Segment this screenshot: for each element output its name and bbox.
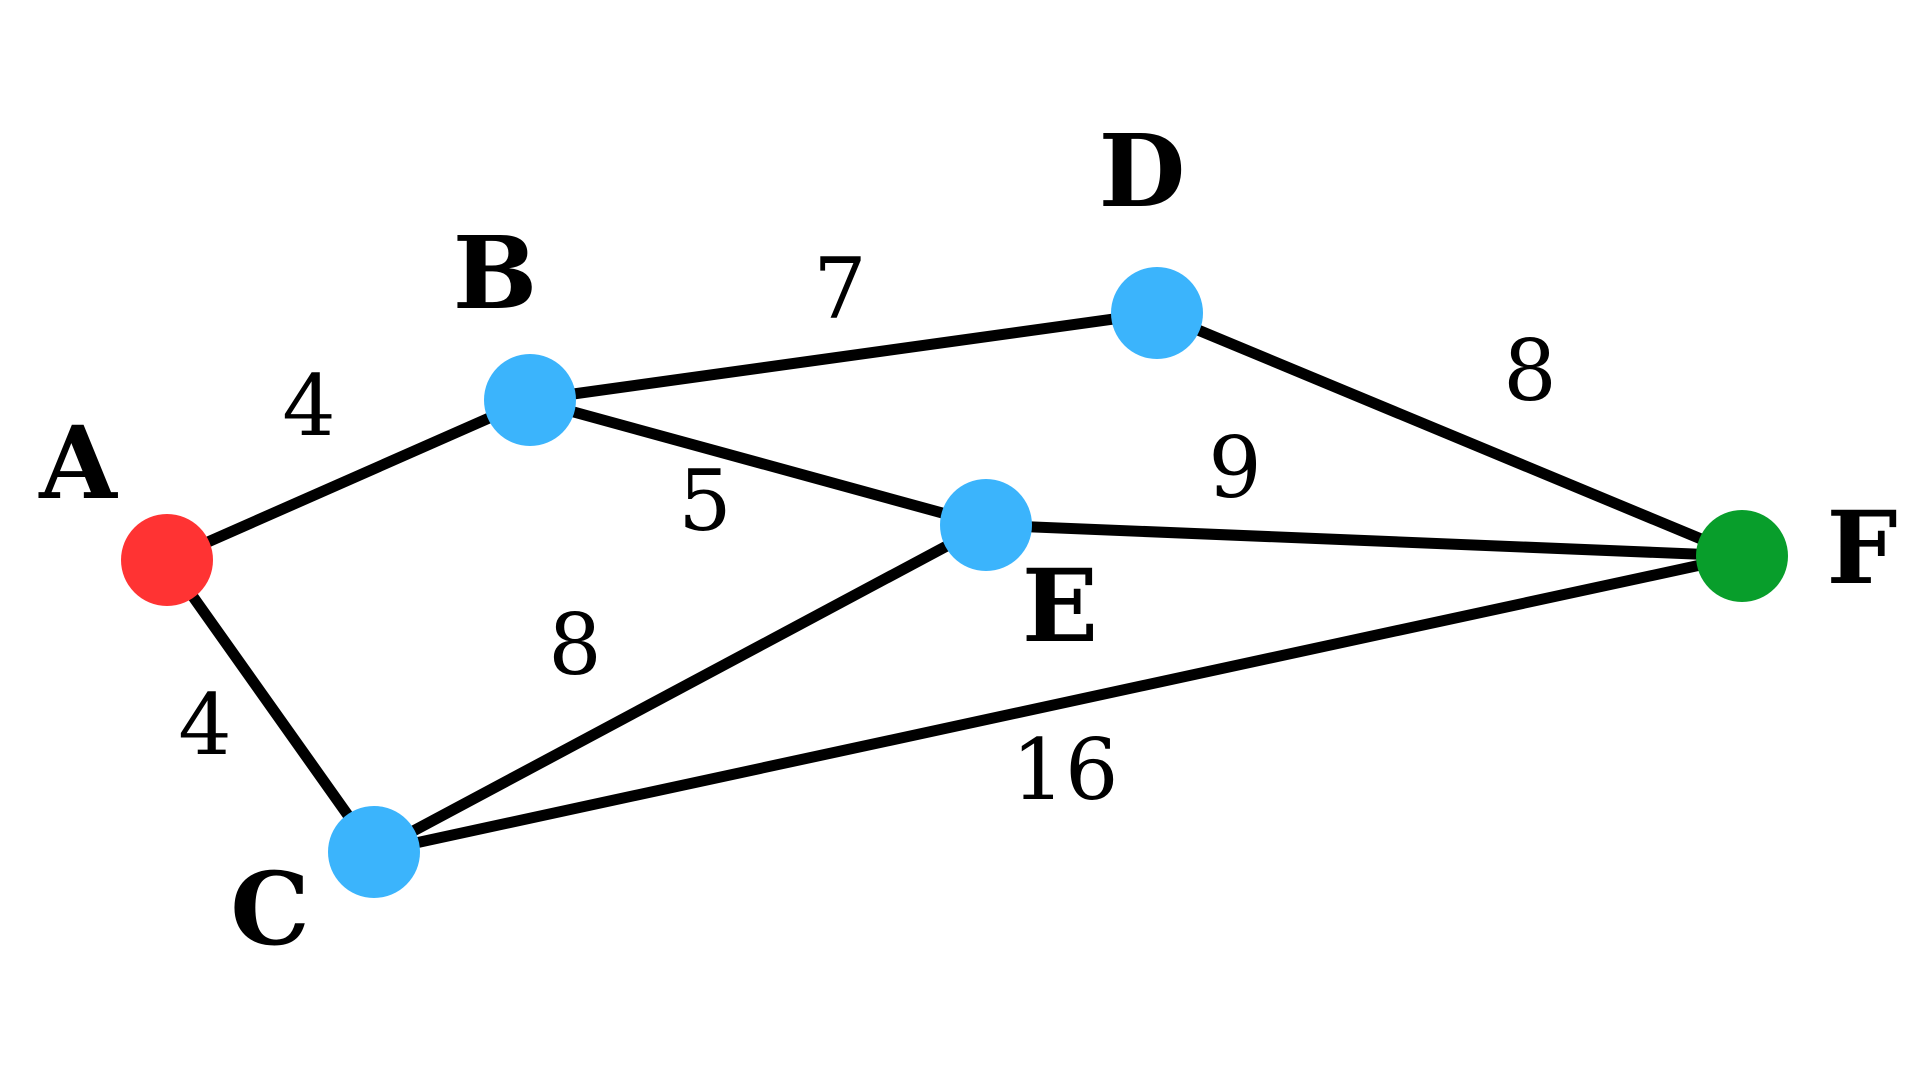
- edge-weight-c-f: 16: [1012, 721, 1119, 819]
- edge-weight-d-f: 8: [1503, 322, 1556, 420]
- edge-weight-b-e: 5: [678, 452, 731, 550]
- edge-b-d: [529, 307, 1158, 406]
- edge-c-f: [372, 550, 1744, 858]
- edge-weight-b-d: 7: [813, 240, 866, 338]
- edge-c-e: [371, 520, 989, 857]
- edge-a-c: [162, 556, 379, 856]
- node-f: [1696, 510, 1788, 602]
- edge-d-f: [1154, 307, 1745, 562]
- node-d: [1111, 267, 1203, 359]
- edge-a-b: [164, 394, 533, 566]
- node-label-a: A: [38, 404, 118, 522]
- node-label-e: E: [1022, 547, 1098, 665]
- nodes-layer: [121, 267, 1788, 898]
- edge-weight-e-f: 9: [1208, 419, 1261, 517]
- edge-e-f: [985, 519, 1743, 562]
- edges-layer: [162, 307, 1745, 858]
- edge-weight-c-e: 8: [548, 596, 601, 694]
- node-label-f: F: [1827, 489, 1898, 607]
- edge-b-e: [528, 394, 988, 531]
- node-a: [121, 514, 213, 606]
- node-label-c: C: [230, 850, 310, 968]
- node-e: [940, 479, 1032, 571]
- node-b: [484, 354, 576, 446]
- edge-weight-a-c: 4: [178, 676, 231, 774]
- node-c: [328, 806, 420, 898]
- edge-weight-a-b: 4: [282, 357, 335, 455]
- node-label-d: D: [1099, 112, 1186, 230]
- node-labels-layer: A B C D E F: [38, 112, 1897, 968]
- node-label-b: B: [453, 214, 538, 332]
